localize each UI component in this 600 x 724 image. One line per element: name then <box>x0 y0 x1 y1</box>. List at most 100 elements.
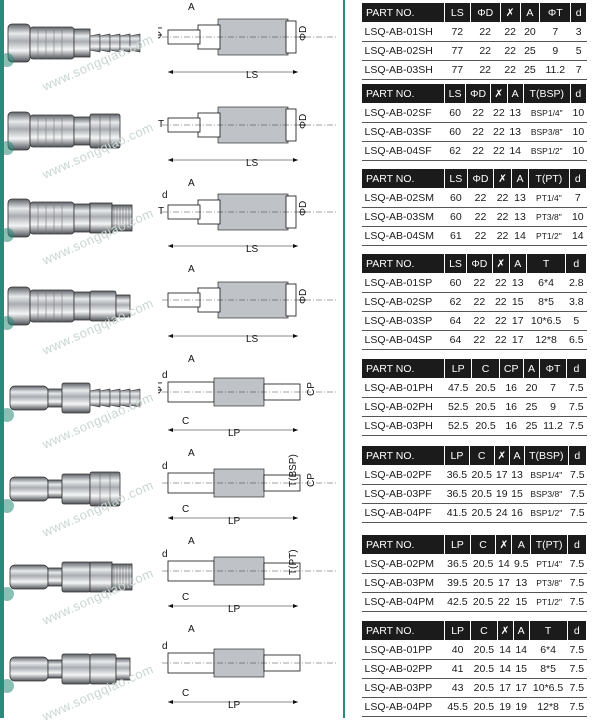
part-number-cell: LSQ-AB-01PH <box>361 378 445 398</box>
spec-value-cell: 25 <box>520 60 540 80</box>
spec-value-cell: 24 <box>494 503 510 523</box>
spec-value-cell: 20.5 <box>470 697 497 717</box>
spec-value-cell: 16 <box>499 397 524 417</box>
spec-value-cell: 64 <box>444 330 467 350</box>
column-header: ΦD <box>466 168 495 189</box>
spec-value-cell: 7.5 <box>568 465 587 485</box>
dimension-label: CP <box>306 382 317 396</box>
spec-value-cell: 17 <box>495 573 512 593</box>
part-number-cell: LSQ-AB-04SM <box>361 226 445 246</box>
column-header: d <box>570 2 587 23</box>
column-header: T <box>525 253 567 274</box>
spec-value-cell: BSP3/8" <box>523 122 571 142</box>
product-photo <box>2 262 152 355</box>
dimension-label: LS <box>246 70 259 81</box>
column-header: C <box>468 445 495 466</box>
spec-value-cell: 5 <box>570 41 587 61</box>
column-header: ΦT <box>539 358 567 379</box>
spec-value-cell: 13 <box>509 465 525 485</box>
spec-value-cell: 22 <box>492 311 510 331</box>
part-number-cell: LSQ-AB-03SF <box>361 122 445 142</box>
spec-value-cell: 62 <box>444 141 466 161</box>
spec-value-cell: 22 <box>467 207 494 227</box>
spec-value-cell: 22 <box>467 226 494 246</box>
spec-value-cell: 20.5 <box>469 484 495 504</box>
column-header: PART NO. <box>361 83 445 104</box>
spec-value-cell: 20.5 <box>470 573 496 593</box>
spec-value-cell: 22 <box>465 122 491 142</box>
watermark-logo-icon <box>0 228 14 242</box>
dimension-label: LS <box>246 334 259 345</box>
column-header: CP <box>498 358 524 379</box>
spec-value-cell: 14 <box>497 640 514 660</box>
column-header: ✗ <box>496 620 514 641</box>
spec-value-cell: 12*8 <box>529 697 568 717</box>
part-number-cell: LSQ-AB-02PP <box>361 659 445 679</box>
part-number-cell: LSQ-AB-02SP <box>361 292 445 312</box>
spec-value-cell: 10*6.5 <box>526 311 566 331</box>
spec-value-cell: 14 <box>497 659 514 679</box>
column-header: ✗ <box>493 168 512 189</box>
column-header: T <box>528 620 568 641</box>
spec-value-cell: BSP1/2" <box>524 503 569 523</box>
column-header: A <box>508 445 526 466</box>
spec-value-cell: 7.5 <box>567 592 587 612</box>
watermark-logo-icon <box>0 679 14 693</box>
spec-value-cell: 22 <box>500 22 521 42</box>
spec-value-cell: 61 <box>444 226 468 246</box>
dimension-label: d <box>162 370 168 381</box>
column-header: T(PT) <box>528 168 570 189</box>
spec-value-cell: 22 <box>466 292 493 312</box>
spec-value-cell: 15 <box>513 659 530 679</box>
dimension-label: d <box>162 641 168 652</box>
spec-value-cell: 7.5 <box>567 554 587 574</box>
spec-value-cell: 14 <box>507 141 524 161</box>
spec-value-cell: 7 <box>539 378 567 398</box>
spec-value-cell: 3.8 <box>565 292 587 312</box>
watermark-logo-icon <box>0 499 14 513</box>
spec-value-cell: 8*5 <box>526 292 566 312</box>
column-header: LS <box>444 2 471 23</box>
spec-value-cell: 20.5 <box>470 592 496 612</box>
dimension-label: C <box>182 688 189 699</box>
spec-value-cell: 20.5 <box>470 640 497 660</box>
product-photo <box>2 534 152 625</box>
column-header: ✗ <box>491 253 510 274</box>
spec-value-cell: 60 <box>444 122 466 142</box>
spec-value-cell: 22 <box>490 122 508 142</box>
dimension-label: CP <box>306 473 317 487</box>
spec-value-cell: 77 <box>444 60 471 80</box>
column-header: ΦD <box>465 83 492 104</box>
dimension-label: C <box>182 416 189 427</box>
spec-value-cell: 60 <box>444 207 468 227</box>
spec-value-cell: 8*5 <box>529 659 568 679</box>
watermark-logo-icon <box>0 408 14 422</box>
spec-value-cell: 72 <box>444 22 471 42</box>
dimension-label: T(PT) <box>288 549 299 575</box>
spec-value-cell: 14 <box>495 554 512 574</box>
spec-value-cell: 6*4 <box>529 640 568 660</box>
part-number-cell: LSQ-AB-02PH <box>361 397 445 417</box>
spec-value-cell: 25 <box>520 41 540 61</box>
part-number-cell: LSQ-AB-01PP <box>361 640 445 660</box>
product-photo <box>2 352 152 449</box>
column-header: ✗ <box>493 445 510 466</box>
spec-value-cell: 9 <box>539 41 571 61</box>
spec-value-cell: 7 <box>539 22 571 42</box>
coupler-photo <box>9 653 131 685</box>
